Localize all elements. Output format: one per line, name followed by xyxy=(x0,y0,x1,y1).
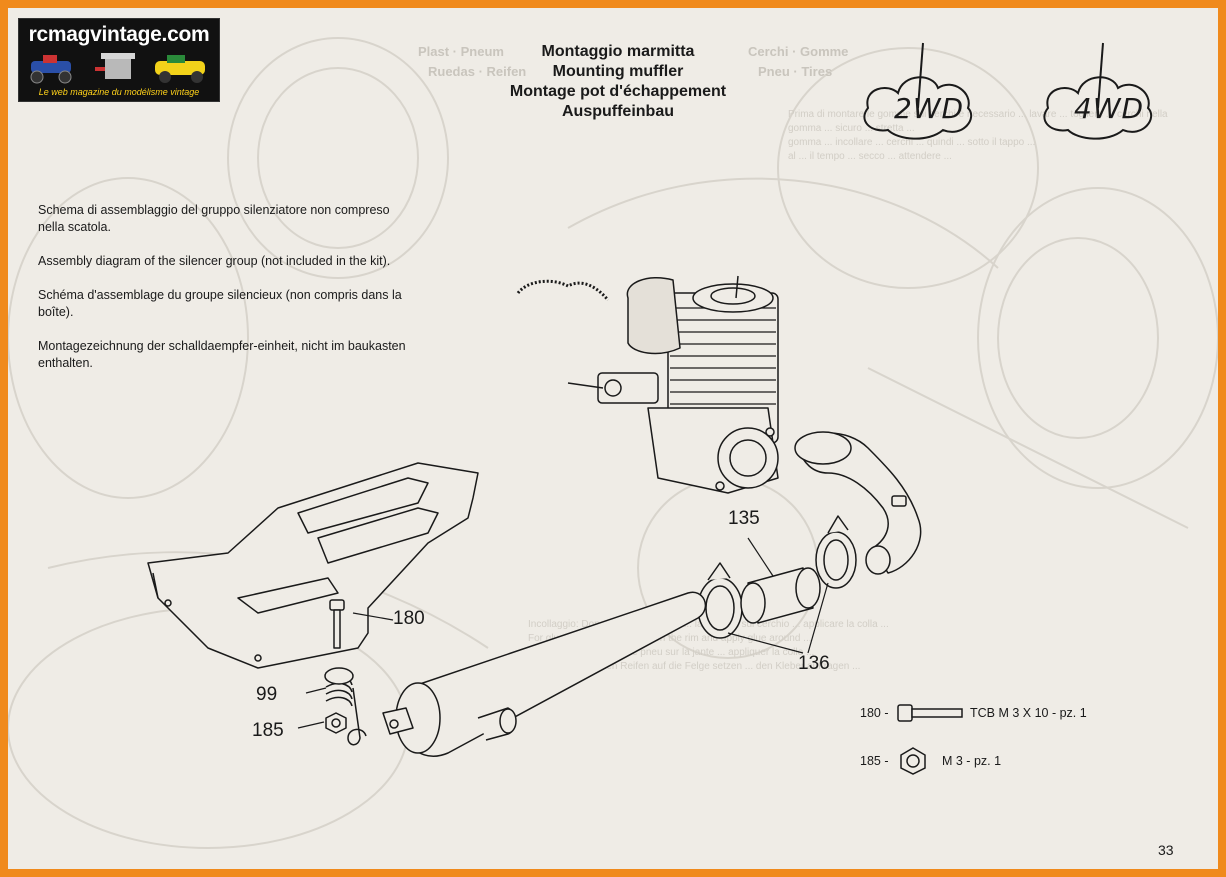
badge-2wd: 2WD xyxy=(894,92,965,125)
nut-icon xyxy=(900,747,926,775)
logo-tagline: Le web magazine du modélisme vintage xyxy=(38,87,200,97)
logo-vehicles-image xyxy=(30,53,205,84)
muffler-assembly-diagram xyxy=(147,275,922,757)
drive-type-badges-art xyxy=(863,42,1153,140)
logo-title: rcmagvintage.com xyxy=(28,23,210,46)
legend-desc-180: TCB M 3 X 10 - pz. 1 xyxy=(970,706,1087,720)
section-titles: Montaggio marmitta Mounting muffler Mont… xyxy=(488,42,748,122)
page-number: 33 xyxy=(1158,842,1174,858)
nut-185 xyxy=(325,712,347,734)
site-logo[interactable]: rcmagvintage.com Le web magazine du modé… xyxy=(18,18,220,102)
coupler-sleeve xyxy=(740,567,821,624)
label-part-99: 99 xyxy=(256,684,278,705)
label-part-136: 136 xyxy=(798,653,830,674)
clamps xyxy=(697,515,857,639)
title-italian: Montaggio marmitta xyxy=(541,43,695,60)
description-italian: Schema di assemblaggio del gruppo silenz… xyxy=(38,203,390,234)
label-part-180: 180 xyxy=(393,608,425,629)
badge-4wd: 4WD xyxy=(1074,92,1145,125)
title-german: Auspuffeinbau xyxy=(562,103,674,120)
screw-180 xyxy=(329,599,345,649)
label-part-135: 135 xyxy=(728,508,760,529)
legend-num-180: 180 - xyxy=(860,706,889,720)
description-english: Assembly diagram of the silencer group (… xyxy=(38,254,391,268)
legend-num-185: 185 - xyxy=(860,754,889,768)
spring xyxy=(324,667,354,707)
background-bleed-art xyxy=(8,37,1218,849)
manual-page: Cerchi · Gomme Pneu · Tires Plast · Pneu… xyxy=(8,8,1218,869)
legend-desc-185: M 3 - pz. 1 xyxy=(942,754,1002,768)
chassis-plate xyxy=(147,462,479,669)
label-part-185: 185 xyxy=(252,720,284,741)
title-french: Montage pot d'échappement xyxy=(509,83,727,100)
description-french: Schéma d'assemblage du groupe silencieux… xyxy=(38,288,402,319)
silencer xyxy=(382,591,707,757)
description-block: Schema di assemblaggio del gruppo silenz… xyxy=(38,202,408,389)
screw-icon xyxy=(897,704,963,722)
header-pipe xyxy=(794,431,922,575)
engine xyxy=(567,275,779,494)
description-german: Montagezeichnung der schalldaempfer-einh… xyxy=(38,339,406,370)
title-english: Mounting muffler xyxy=(552,63,684,80)
